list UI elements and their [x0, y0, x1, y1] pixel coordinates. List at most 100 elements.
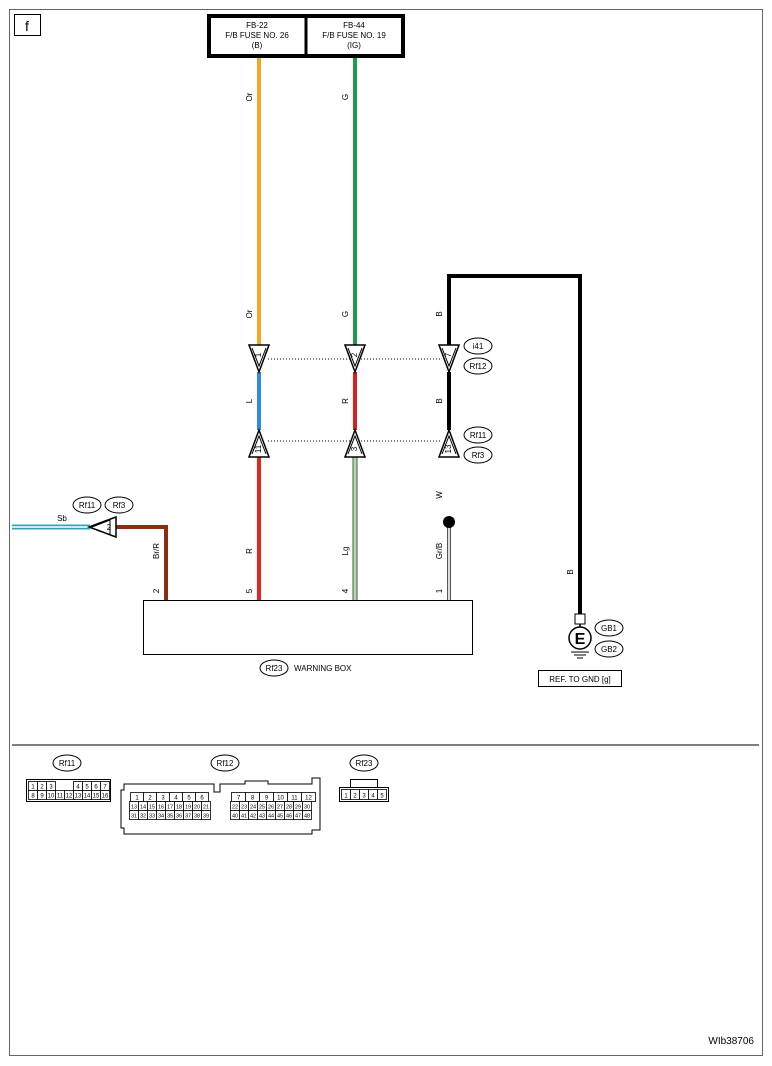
- rf12-pin-label: 21: [203, 805, 209, 811]
- tag-rf3-lower: [463, 446, 493, 464]
- rf11-cell: [100, 790, 110, 800]
- ground-terminal: [574, 613, 586, 625]
- rf12-pin-label: 28: [286, 805, 292, 811]
- upper-pin-2-number: 2: [350, 352, 359, 357]
- wire-labels: Or Or G G B L R B W R Lg Gr/B Br/R B Sb: [57, 92, 575, 574]
- fuse-1-id: FB-22: [246, 21, 268, 30]
- connector-view-rf11-tag-label: Rf11: [59, 759, 76, 768]
- tag-rf3-lower-label: Rf3: [472, 451, 485, 460]
- rf12-pin-label: 23: [241, 805, 247, 811]
- rf12-pin-label: 18: [176, 805, 182, 811]
- ground-symbol: E: [575, 631, 586, 648]
- rf12-pin-label: 29: [295, 805, 301, 811]
- warning-box-label: WARNING BOX: [294, 664, 352, 673]
- lower-pin-3-number: 3: [350, 446, 359, 451]
- rf12-pin-label: 3: [161, 796, 165, 802]
- warning-box-body: [143, 600, 473, 655]
- label-b-upper: B: [435, 311, 444, 316]
- rf23-pin-label: 2: [353, 794, 357, 800]
- fuse-2-name: F/B FUSE NO. 19: [322, 31, 386, 40]
- rf12-pin-label: 37: [185, 814, 191, 820]
- rf12-pin-label: 17: [167, 805, 173, 811]
- rf12-pin-label: 26: [268, 805, 274, 811]
- rf12-pin-label: 4: [174, 796, 178, 802]
- label-b-middle: B: [435, 398, 444, 403]
- label-or-top: Or: [245, 92, 254, 101]
- lower-pin-11-number: 11: [254, 444, 263, 453]
- rf12-pin-label: 6: [200, 796, 204, 802]
- tag-rf11-lower-label: Rf11: [470, 431, 487, 440]
- rf12-pin-label: 13: [131, 805, 137, 811]
- tag-gb1-label: GB1: [601, 624, 618, 633]
- upper-connector: 1 2 7 i41 Rf12: [247, 337, 493, 375]
- rf11-pin-label: 14: [84, 794, 91, 800]
- fuse-block: FB-22 F/B FUSE NO. 26 (B) FB-44 F/B FUSE…: [207, 14, 405, 58]
- tag-i41-label: i41: [473, 342, 484, 351]
- rf12-housing: [120, 777, 321, 835]
- ground-symbol-circle: [568, 626, 592, 650]
- rf23-pin-label: 4: [371, 794, 375, 800]
- rf12-pin-label: 41: [241, 814, 247, 820]
- connector-view-rf11-tag: [52, 754, 82, 772]
- rf11-pin-label: 10: [48, 794, 55, 800]
- rf11-pin-label: 7: [103, 785, 107, 791]
- label-sb: Sb: [57, 514, 67, 523]
- upper-pin-7: 7: [437, 344, 461, 375]
- tag-gb1: [594, 619, 624, 637]
- rf12-pin-label: 43: [259, 814, 265, 820]
- rf11-pin-label: 13: [75, 794, 82, 800]
- ground-ref: REF. TO GND [g]: [549, 675, 611, 684]
- fuse-1-name: F/B FUSE NO. 26: [225, 31, 289, 40]
- label-r-low: R: [245, 548, 254, 554]
- warning-box: 2 5 4 1 Rf23 WARNING BOX: [143, 588, 473, 677]
- left-pin-number: 2: [107, 523, 112, 532]
- rf11-pin-label: 1: [31, 785, 35, 791]
- rf23-cell: [377, 789, 387, 800]
- label-brr: Br/R: [152, 543, 161, 559]
- label-lg: Lg: [341, 547, 350, 556]
- tag-rf3-left-label: Rf3: [113, 501, 126, 510]
- rf12-pin-label: 42: [250, 814, 256, 820]
- upper-pin-1: 1: [247, 344, 271, 375]
- tag-rf3-left: [104, 496, 134, 514]
- lower-connector: 11 3 13 Rf11 Rf3: [247, 426, 493, 464]
- rf11-pin-label: 3: [49, 785, 53, 791]
- label-w: W: [435, 491, 444, 499]
- upper-pin-2: 2: [343, 344, 367, 375]
- tag-rf11-left: [72, 496, 102, 514]
- lower-pin-11: 11: [247, 427, 271, 458]
- connector-view-rf23-tag: [349, 754, 379, 772]
- rf12-pin-label: 39: [203, 814, 209, 820]
- lower-pin-13-number: 13: [444, 444, 453, 453]
- rf12-pin-label: 11: [291, 796, 298, 802]
- upper-pin-7-number: 7: [444, 352, 453, 357]
- rf12-pin-label: 16: [158, 805, 164, 811]
- rf12-pin-label: 8: [251, 796, 255, 802]
- tag-rf23-label: Rf23: [266, 664, 283, 673]
- rf12-pin-label: 31: [131, 814, 137, 820]
- rf12-pin-label: 38: [194, 814, 200, 820]
- figure-id: WIb38706: [708, 1036, 754, 1047]
- rf12-pin-label: 33: [149, 814, 155, 820]
- tag-i41: [463, 337, 493, 355]
- connector-view-rf12-tag-label: Rf12: [217, 759, 234, 768]
- warning-box-pin-5: 5: [245, 588, 254, 593]
- rf12-pin-label: 44: [268, 814, 274, 820]
- label-l: L: [245, 398, 254, 403]
- rf11-pin-label: 8: [31, 794, 35, 800]
- rf12-pin-label: 15: [149, 805, 155, 811]
- tag-rf11-lower: [463, 426, 493, 444]
- connector-view-rf12-tag: [210, 754, 240, 772]
- fuse-1-supply: (B): [252, 41, 263, 50]
- rf12-pin-label: 2: [148, 796, 152, 802]
- rf11-pin-label: 4: [76, 785, 80, 791]
- rf11-pin-label: 9: [40, 794, 44, 800]
- label-r-mid: R: [341, 398, 350, 404]
- rf12-pin-label: 32: [140, 814, 146, 820]
- rf12-cell: [201, 810, 211, 820]
- rf12-pin-label: 24: [250, 805, 256, 811]
- rf12-pin-label: 10: [277, 796, 284, 802]
- splice-point-w: [443, 516, 455, 528]
